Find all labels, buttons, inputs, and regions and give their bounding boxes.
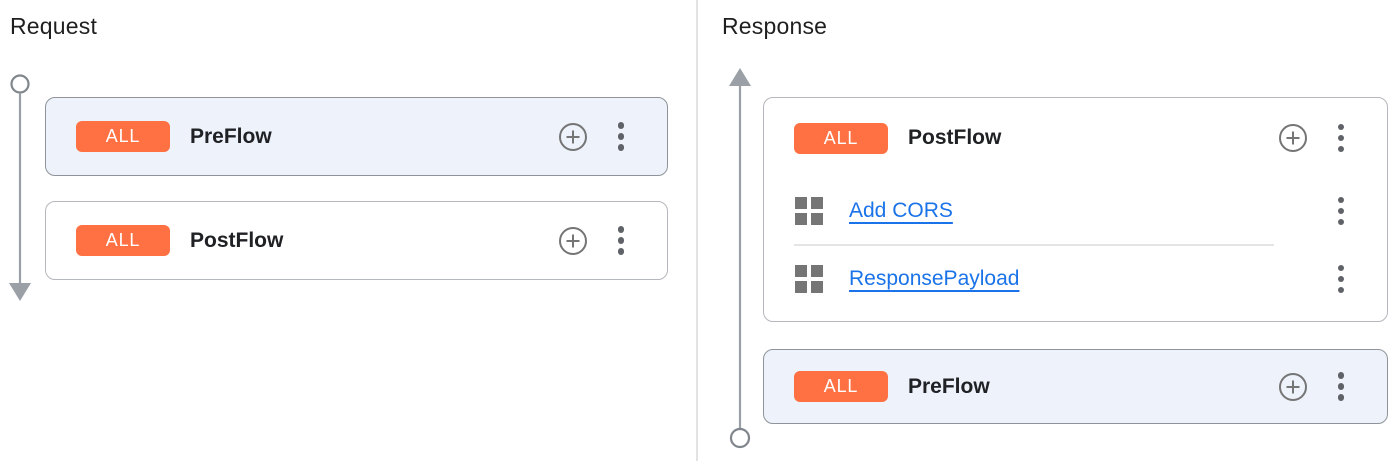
flow-card-header: ALL PostFlow — [46, 202, 667, 279]
flow-more-options-button[interactable] — [615, 225, 627, 257]
condition-all-badge: ALL — [794, 122, 888, 154]
flow-card-header: ALL PostFlow — [764, 98, 1387, 178]
flow-more-options-button[interactable] — [1335, 122, 1347, 154]
flow-name-label: PreFlow — [190, 124, 272, 148]
add-policy-button[interactable] — [1277, 122, 1309, 154]
flow-name-label: PostFlow — [190, 228, 284, 252]
kebab-menu-icon — [1337, 372, 1345, 401]
plus-circle-icon — [559, 122, 587, 151]
response-postflow-card[interactable]: ALL PostFlow Add CORS — [763, 97, 1388, 322]
kebab-menu-icon — [1337, 196, 1345, 226]
flow-card-header: ALL PreFlow — [764, 350, 1387, 423]
condition-all-badge: ALL — [76, 225, 170, 256]
flow-more-options-button[interactable] — [615, 121, 627, 153]
plus-circle-icon — [1279, 124, 1307, 152]
policy-row: ResponsePayload — [764, 246, 1387, 312]
request-panel-title: Request — [10, 13, 98, 39]
flow-name-label: PostFlow — [908, 126, 1002, 149]
plus-circle-icon — [559, 226, 587, 255]
add-policy-button[interactable] — [1277, 371, 1309, 403]
request-postflow-card[interactable]: ALL PostFlow — [45, 201, 668, 280]
add-policy-button[interactable] — [557, 225, 589, 257]
response-panel-title: Response — [722, 13, 828, 39]
flow-name-label: PreFlow — [908, 374, 990, 398]
request-flow-timeline-arrow — [9, 74, 31, 301]
kebab-menu-icon — [1337, 264, 1345, 294]
policy-row: Add CORS — [764, 178, 1387, 244]
flow-card-header: ALL PreFlow — [46, 98, 667, 175]
policy-row-divider — [794, 244, 1274, 246]
timeline-start-circle — [10, 74, 30, 94]
policy-more-options-button[interactable] — [1335, 263, 1347, 295]
condition-all-badge: ALL — [794, 371, 888, 402]
plus-circle-icon — [1279, 372, 1307, 401]
policy-grid-icon — [795, 265, 823, 293]
request-preflow-card[interactable]: ALL PreFlow — [45, 97, 668, 176]
flow-more-options-button[interactable] — [1335, 371, 1347, 403]
kebab-menu-icon — [617, 226, 625, 255]
response-flow-timeline-arrow — [729, 68, 751, 449]
policy-more-options-button[interactable] — [1335, 195, 1347, 227]
policy-link-add-cors[interactable]: Add CORS — [849, 199, 953, 222]
panel-divider — [696, 0, 698, 461]
arrow-down-icon — [9, 283, 31, 301]
response-preflow-card[interactable]: ALL PreFlow — [763, 349, 1388, 424]
policy-grid-icon — [795, 197, 823, 225]
arrow-up-icon — [729, 68, 751, 86]
kebab-menu-icon — [1337, 123, 1345, 153]
policy-link-responsepayload[interactable]: ResponsePayload — [849, 267, 1020, 290]
add-policy-button[interactable] — [557, 121, 589, 153]
condition-all-badge: ALL — [76, 121, 170, 152]
timeline-end-circle — [729, 427, 751, 449]
kebab-menu-icon — [617, 122, 625, 151]
